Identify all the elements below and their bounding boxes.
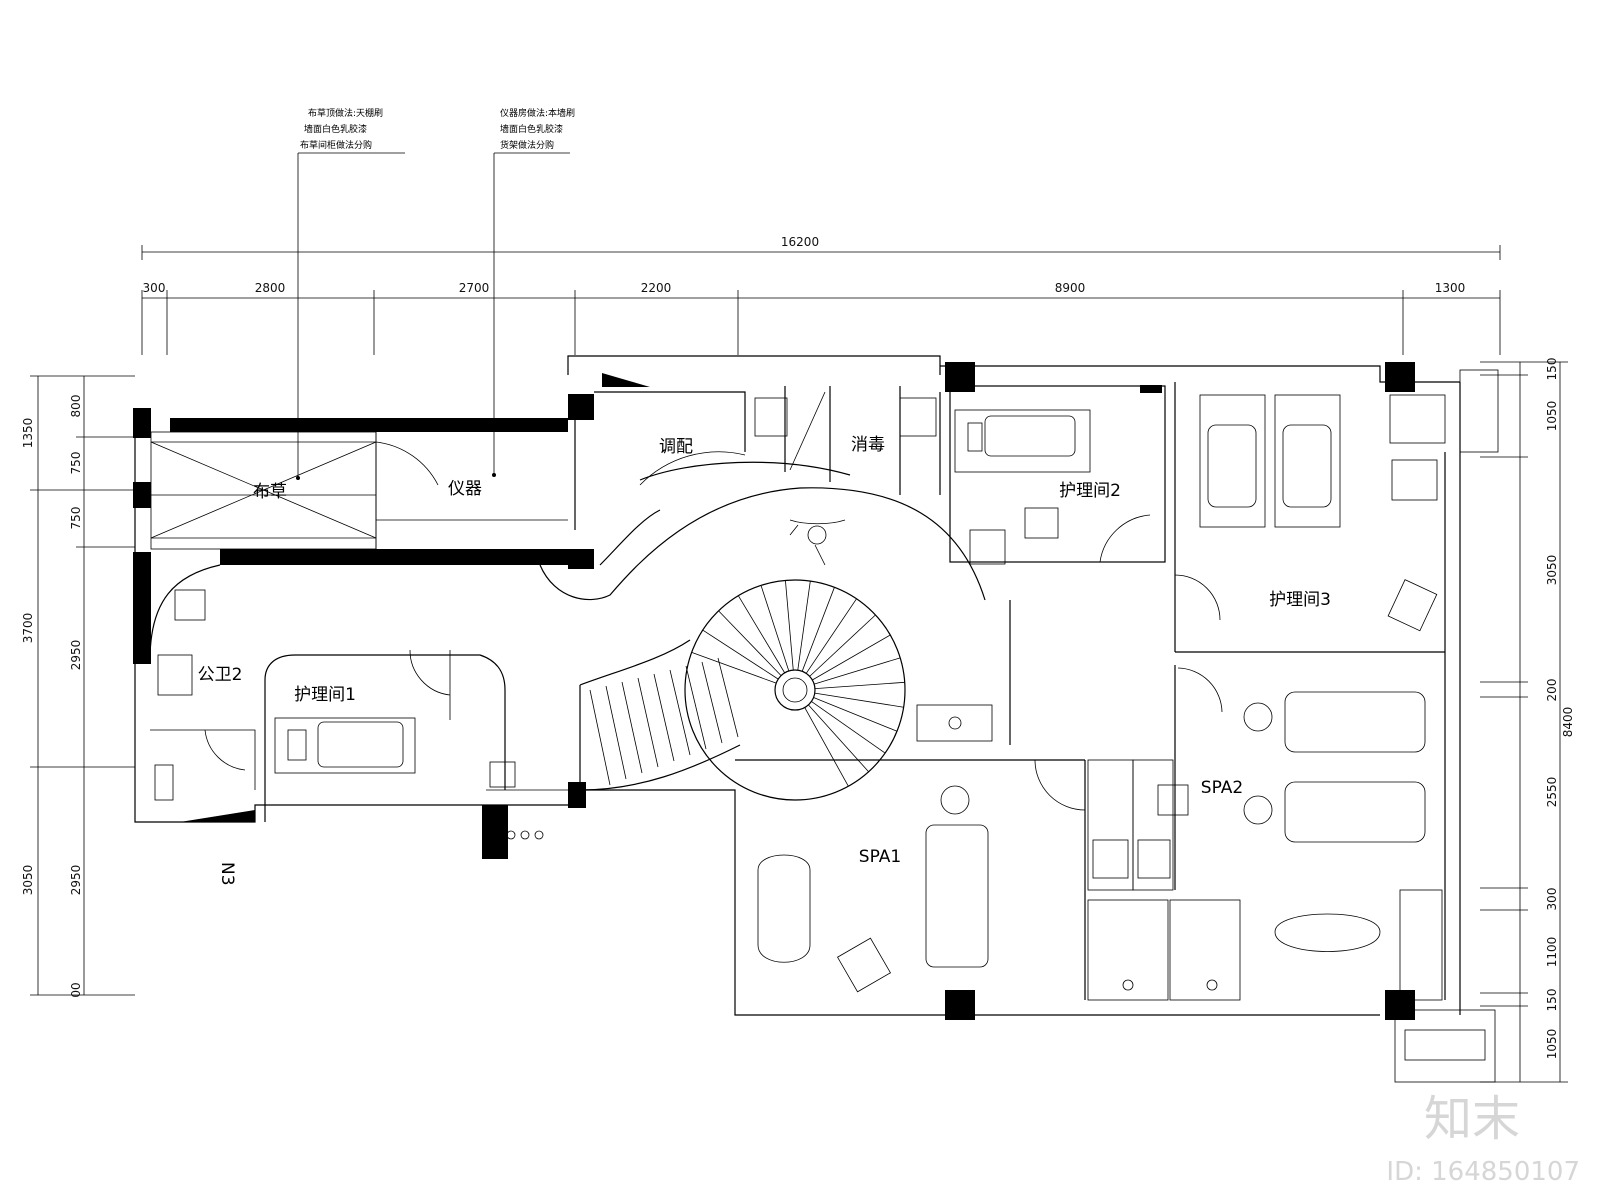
watermark-id: ID: 164850107 (1386, 1157, 1580, 1187)
dim-right-300: 300 (1545, 888, 1559, 911)
bathroom-stalls (1087, 759, 1241, 1001)
stair-tread (811, 701, 886, 754)
spa-room-1 (735, 704, 1086, 1000)
stair-tread (589, 689, 611, 786)
dim-left-1350: 1350 (21, 418, 35, 449)
dim-right-3050: 3050 (1545, 555, 1559, 586)
corridor (149, 420, 1011, 745)
stair-tread (760, 585, 790, 672)
dim-right-8400: 8400 (1561, 707, 1575, 738)
dim-total-width: 16200 (781, 235, 819, 249)
dim-left-800: 800 (69, 395, 83, 418)
stair-tread (669, 669, 691, 756)
stair-tread (809, 614, 876, 677)
instrument-note: 仪器房做法:本墙刷 墙面白色乳胶漆 货架做法分购 (492, 107, 575, 477)
cloth-note: 布草顶做法:天棚刷 墙面白色乳胶漆 布草间柜做法分购 (296, 107, 405, 480)
stair-tread (738, 595, 786, 674)
care-room-3 (1174, 382, 1446, 1000)
dim-right-150b: 150 (1545, 989, 1559, 1012)
stair-tread (785, 580, 794, 671)
outer-walls (133, 355, 1461, 1020)
stair-tread (718, 610, 782, 676)
spa-room-2 (1157, 665, 1443, 1001)
dim-left-3050: 3050 (21, 865, 35, 896)
stair-tread (653, 673, 675, 762)
dim-d5: 8900 (1055, 281, 1086, 295)
stair-tread (605, 685, 627, 780)
dim-right-1100: 1100 (1545, 937, 1559, 968)
instrument-note-line3: 货架做法分购 (500, 139, 554, 151)
dim-right-1050b: 1050 (1545, 1029, 1559, 1060)
dim-left-750b: 750 (69, 507, 83, 530)
spiral-staircase (579, 579, 906, 801)
stair-tread (814, 692, 904, 708)
room-label-cloth: 布草 (253, 482, 287, 502)
stair-tread (814, 657, 901, 685)
stair-tread (808, 704, 869, 773)
room-label-care3: 护理间3 (1269, 590, 1331, 610)
dim-right-2550: 2550 (1545, 777, 1559, 808)
stair-tread (702, 629, 779, 680)
stair-tread (637, 677, 659, 768)
cloth-note-line3: 布草间柜做法分购 (300, 139, 372, 151)
dim-d2: 2800 (255, 281, 286, 295)
room-label-care1: 护理间1 (294, 685, 356, 705)
room-label-n3: N3 (217, 862, 237, 886)
dim-left-2950b: 2950 (69, 865, 83, 896)
room-label-disinfect: 消毒 (851, 435, 885, 455)
storage-rooms (150, 431, 568, 550)
care-room-1 (264, 649, 568, 822)
room-label-spa2: SPA2 (1201, 778, 1243, 798)
corner-units (506, 369, 1499, 1083)
cloth-note-line2: 墙面白色乳胶漆 (304, 123, 367, 135)
dim-left-3700: 3700 (21, 613, 35, 644)
dim-d1: 300 (143, 281, 166, 295)
stair-tread (805, 598, 857, 674)
care-room-2 (949, 385, 1166, 565)
stair-tread (717, 657, 739, 738)
dim-left-2950a: 2950 (69, 640, 83, 671)
dim-d3: 2700 (459, 281, 490, 295)
dim-left-00: 00 (69, 982, 83, 997)
room-label-spa1: SPA1 (859, 847, 901, 867)
left-dimensions: 1350 3700 3050 800 750 750 2950 2950 00 (21, 375, 135, 998)
stair-tread (691, 652, 777, 684)
dim-right-1050a: 1050 (1545, 401, 1559, 432)
stair-tread (814, 681, 905, 690)
dim-d4: 2200 (641, 281, 672, 295)
public-wc-2 (150, 589, 256, 801)
stair-tread (797, 581, 811, 671)
stair-tread (812, 634, 891, 681)
room-label-wc2: 公卫2 (198, 665, 243, 685)
stair-tread (701, 661, 723, 744)
instrument-note-line2: 墙面白色乳胶漆 (500, 123, 563, 135)
dim-right-150a: 150 (1545, 358, 1559, 381)
room-label-instrument: 仪器 (448, 479, 482, 499)
stair-tread (621, 681, 643, 774)
stair-tread (804, 707, 849, 787)
watermark-brand: 知末 (1424, 1091, 1520, 1147)
stair-tread (813, 697, 898, 732)
mixing-disinfect (594, 386, 941, 495)
cloth-note-line1: 布草顶做法:天棚刷 (308, 107, 383, 119)
dim-d6: 1300 (1435, 281, 1466, 295)
room-label-care2: 护理间2 (1059, 481, 1121, 501)
person-symbol (789, 519, 846, 566)
room-label-mixing: 调配 (659, 437, 693, 457)
dim-left-750a: 750 (69, 452, 83, 475)
top-dimensions: 16200 300 2800 2700 2200 8900 1300 (141, 235, 1501, 355)
dim-right-200: 200 (1545, 679, 1559, 702)
stair-tread (685, 665, 707, 750)
right-dimensions: 8400 150 1050 3050 200 2550 300 1100 150… (1480, 358, 1575, 1083)
stair-tread (801, 587, 835, 672)
instrument-note-line1: 仪器房做法:本墙刷 (500, 107, 575, 119)
